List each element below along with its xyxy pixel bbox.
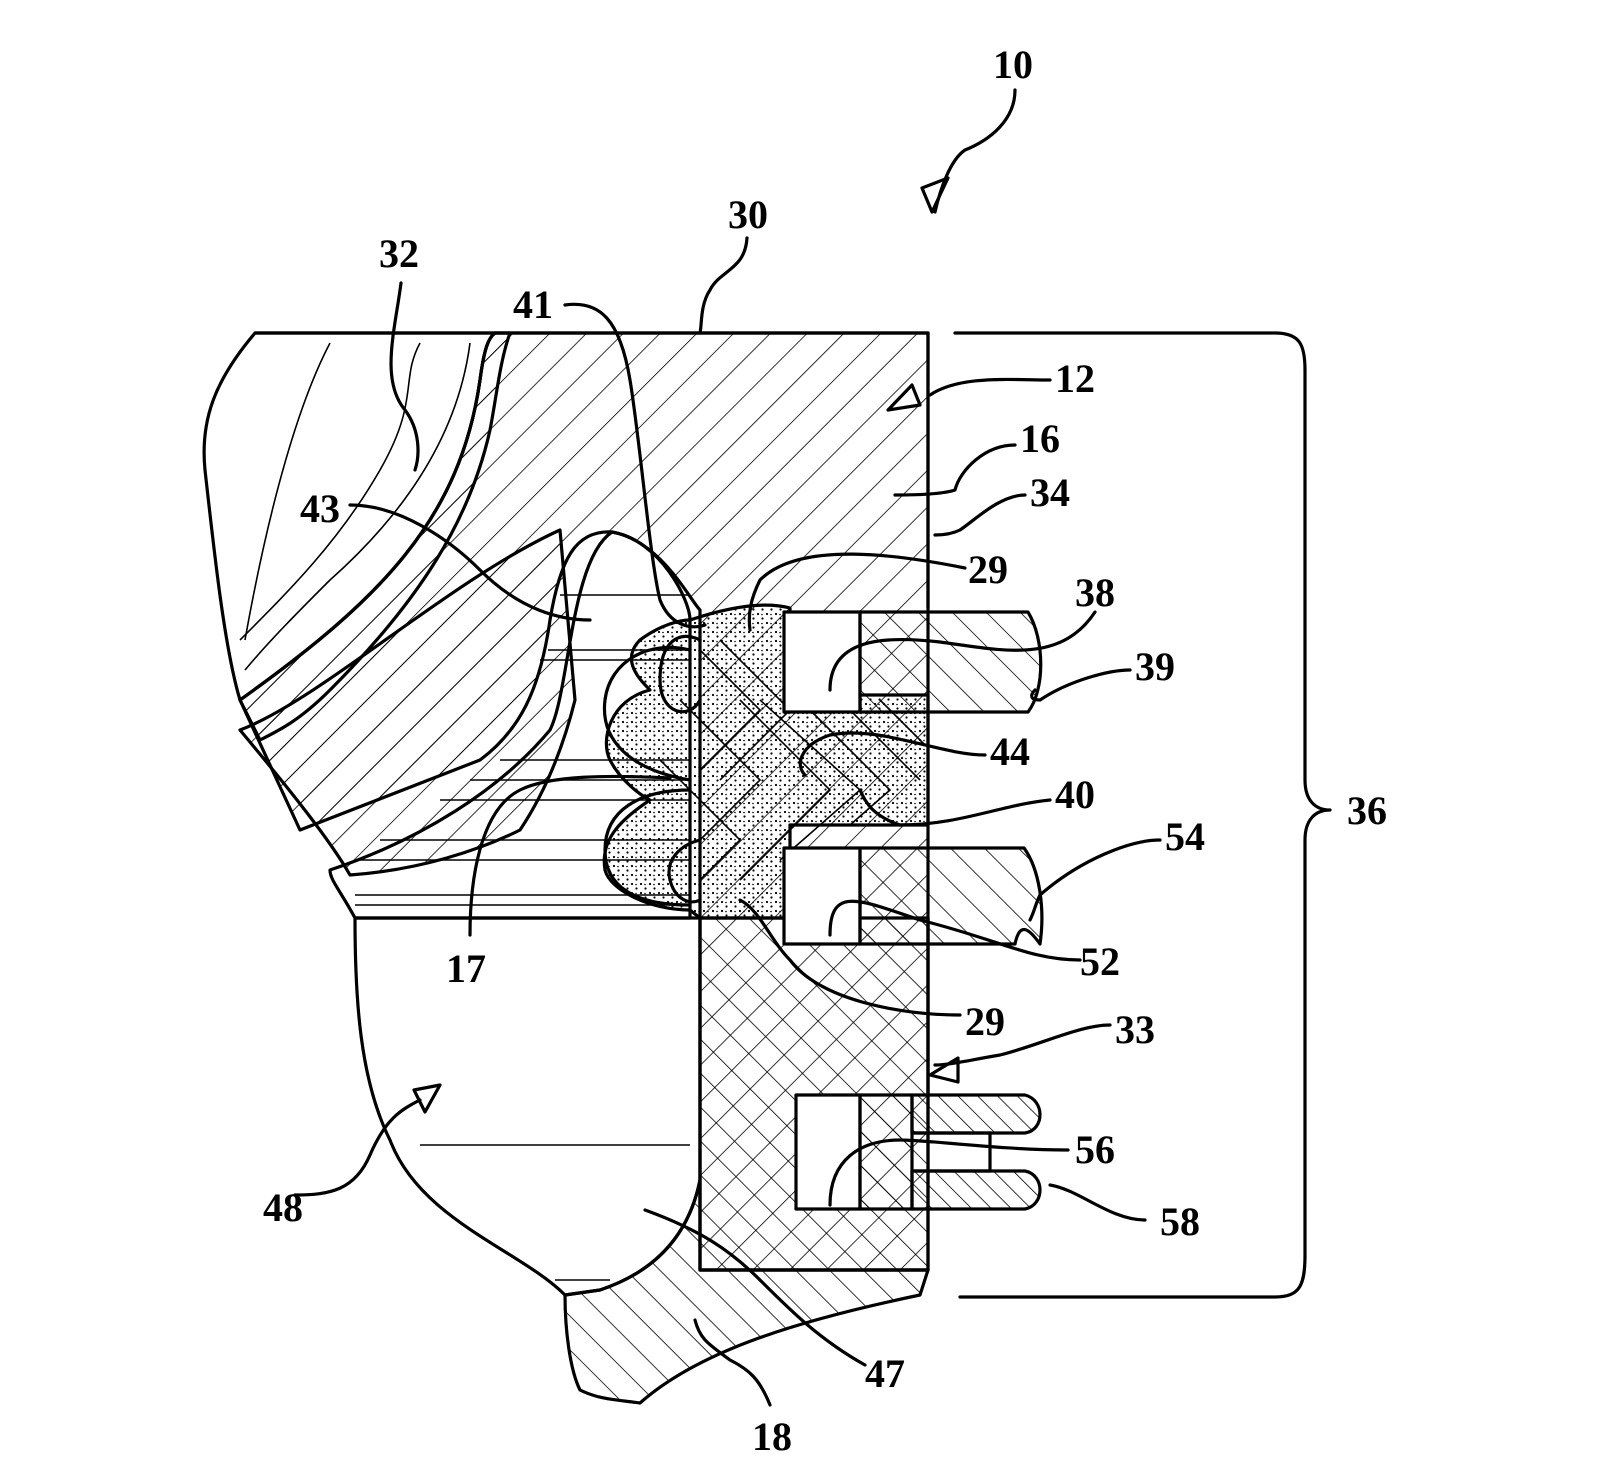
terminal-39	[860, 612, 1041, 712]
label-47: 47	[865, 1351, 905, 1396]
label-32: 32	[379, 231, 419, 276]
label-38: 38	[1075, 570, 1115, 615]
label-10: 10	[993, 42, 1033, 87]
label-16: 16	[1020, 416, 1060, 461]
label-40: 40	[1055, 772, 1095, 817]
label-52: 52	[1080, 939, 1120, 984]
label-54: 54	[1165, 814, 1205, 859]
label-33: 33	[1115, 1007, 1155, 1052]
label-36: 36	[1347, 788, 1387, 833]
label-29-lower: 29	[965, 999, 1005, 1044]
label-34: 34	[1030, 470, 1070, 515]
label-41: 41	[513, 282, 553, 327]
brace-36	[955, 333, 1330, 1297]
label-30: 30	[728, 192, 768, 237]
label-12: 12	[1055, 356, 1095, 401]
label-56: 56	[1075, 1127, 1115, 1172]
label-48: 48	[263, 1185, 303, 1230]
label-58: 58	[1160, 1199, 1200, 1244]
label-18: 18	[752, 1414, 792, 1459]
label-43: 43	[300, 486, 340, 531]
label-39: 39	[1135, 644, 1175, 689]
pin-upper-56	[912, 1095, 1040, 1133]
pin-lower-58	[912, 1171, 1040, 1209]
terminal-56	[860, 1095, 912, 1209]
label-44: 44	[990, 729, 1030, 774]
terminal-38-block	[784, 612, 860, 712]
label-17: 17	[446, 946, 486, 991]
label-29-upper: 29	[968, 547, 1008, 592]
terminal-56-block	[796, 1095, 860, 1209]
terminal-52-block	[784, 848, 860, 944]
